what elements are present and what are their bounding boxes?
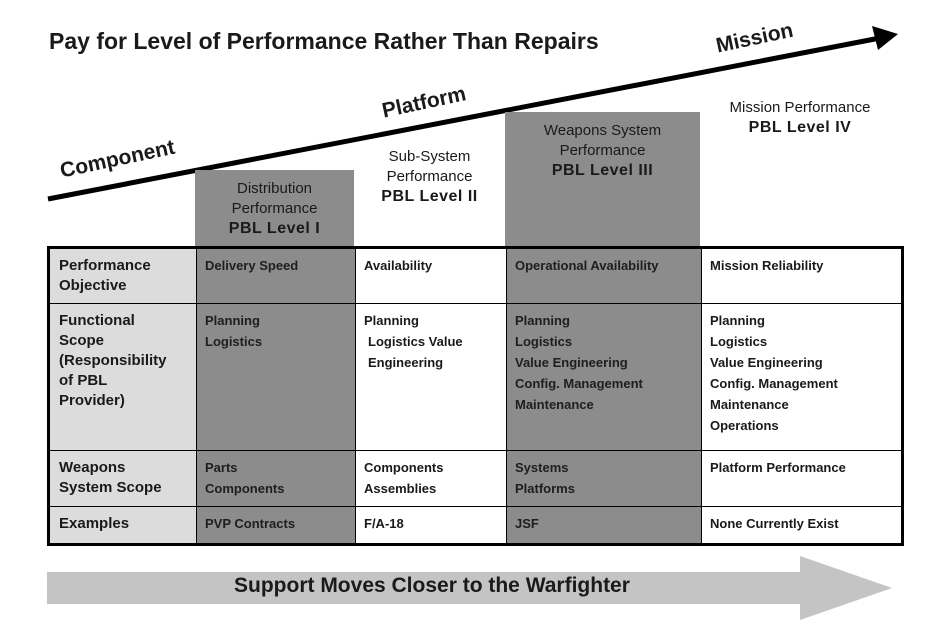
- cell-line: Config. Management: [710, 376, 838, 391]
- column-desc-line: Performance: [231, 200, 318, 217]
- cell-line: Logistics Value: [368, 334, 463, 349]
- row-header: Performance Objective: [48, 247, 197, 304]
- pbl-levels-table: Performance Objective Delivery Speed Ava…: [47, 246, 904, 546]
- table-cell: Operational Availability: [506, 247, 702, 304]
- cell-line: Planning: [515, 313, 570, 328]
- row-header-line: (Responsibility: [59, 352, 167, 369]
- table-cell: Mission Reliability: [701, 247, 903, 304]
- cell-line: Engineering: [368, 355, 444, 370]
- row-header-line: Provider): [59, 392, 125, 409]
- row-header-line: Weapons: [59, 459, 126, 476]
- table-row-performance-objective: Performance Objective Delivery Speed Ava…: [48, 247, 903, 304]
- column-level: PBL Level I: [228, 220, 321, 237]
- column-header-level-1: Distribution Performance PBL Level I: [195, 179, 354, 239]
- cell-line: Logistics: [710, 334, 768, 349]
- column-header-level-3: Weapons System Performance PBL Level III: [505, 121, 700, 181]
- cell-line: Logistics: [515, 334, 573, 349]
- column-header-level-4: Mission Performance PBL Level IV: [700, 98, 900, 138]
- column-desc-line: Sub-System: [388, 148, 471, 165]
- cell-line: None Currently Exist: [710, 516, 839, 531]
- table-cell: Planning Logistics Value Engineering: [355, 303, 507, 451]
- progression-arrow-head: [872, 26, 898, 50]
- cell-line: Value Engineering: [710, 355, 823, 370]
- cell-line: Components: [205, 481, 285, 496]
- banner-label: Support Moves Closer to the Warfighter: [234, 574, 630, 597]
- cell-line: Operations: [710, 418, 779, 433]
- cell-line: Logistics: [205, 334, 263, 349]
- cell-line: Maintenance: [710, 397, 789, 412]
- table-cell: None Currently Exist: [701, 506, 903, 545]
- row-header: Weapons System Scope: [48, 450, 197, 507]
- row-header-line: Performance: [59, 257, 151, 274]
- cell-line: Platform Performance: [710, 460, 846, 475]
- table-row-functional-scope: Functional Scope (Responsibility of PBL …: [48, 303, 903, 451]
- cell-line: Planning: [364, 313, 419, 328]
- table-cell: F/A-18: [355, 506, 507, 545]
- column-header-level-2: Sub-System Performance PBL Level II: [354, 147, 505, 207]
- column-level: PBL Level III: [551, 162, 654, 179]
- column-level: PBL Level IV: [748, 119, 852, 136]
- progression-arrow-shaft: [47, 35, 881, 202]
- table-cell: Delivery Speed: [196, 247, 356, 304]
- cell-line: Platforms: [515, 481, 575, 496]
- cell-line: Planning: [205, 313, 260, 328]
- row-header-line: Examples: [59, 515, 130, 532]
- table-row-weapons-system-scope: Weapons System Scope Parts Components Co…: [48, 450, 903, 507]
- cell-line: Delivery Speed: [205, 258, 299, 273]
- column-desc-line: Performance: [386, 168, 473, 185]
- row-header-line: System Scope: [59, 479, 162, 496]
- column-level: PBL Level II: [381, 188, 478, 205]
- table-cell: Availability: [355, 247, 507, 304]
- column-desc-line: Weapons System: [543, 122, 662, 139]
- cell-line: Components: [364, 460, 444, 475]
- level-3-header-box: [505, 112, 700, 248]
- row-header: Functional Scope (Responsibility of PBL …: [48, 303, 197, 451]
- column-desc-line: Mission Performance: [729, 99, 871, 116]
- cell-line: Assemblies: [364, 481, 437, 496]
- cell-line: Planning: [710, 313, 765, 328]
- cell-line: Operational Availability: [515, 258, 659, 273]
- table-cell: Planning Logistics: [196, 303, 356, 451]
- cell-line: Parts: [205, 460, 238, 475]
- row-header-line: Objective: [59, 277, 127, 294]
- table-cell: Planning Logistics Value Engineering Con…: [701, 303, 903, 451]
- table-cell: Parts Components: [196, 450, 356, 507]
- cell-line: Availability: [364, 258, 433, 273]
- column-desc-line: Distribution: [236, 180, 313, 197]
- cell-line: Value Engineering: [515, 355, 628, 370]
- column-desc-line: Performance: [559, 142, 646, 159]
- cell-line: JSF: [515, 516, 539, 531]
- row-header-line: of PBL: [59, 372, 108, 389]
- table-row-examples: Examples PVP Contracts F/A-18 JSF None C…: [48, 506, 903, 545]
- row-header-line: Functional: [59, 312, 135, 329]
- cell-line: F/A-18: [364, 516, 404, 531]
- table-cell: Systems Platforms: [506, 450, 702, 507]
- row-header-line: Scope: [59, 332, 105, 349]
- cell-line: Systems: [515, 460, 569, 475]
- cell-line: Mission Reliability: [710, 258, 824, 273]
- cell-line: Maintenance: [515, 397, 594, 412]
- table-cell: JSF: [506, 506, 702, 545]
- table-cell: Planning Logistics Value Engineering Con…: [506, 303, 702, 451]
- level-1-header-box: [195, 170, 354, 248]
- banner-arrow-shape: [47, 556, 892, 620]
- table-cell: Components Assemblies: [355, 450, 507, 507]
- cell-line: Config. Management: [515, 376, 643, 391]
- cell-line: PVP Contracts: [205, 516, 296, 531]
- row-header: Examples: [48, 506, 197, 545]
- page-title: Pay for Level of Performance Rather Than…: [49, 28, 599, 54]
